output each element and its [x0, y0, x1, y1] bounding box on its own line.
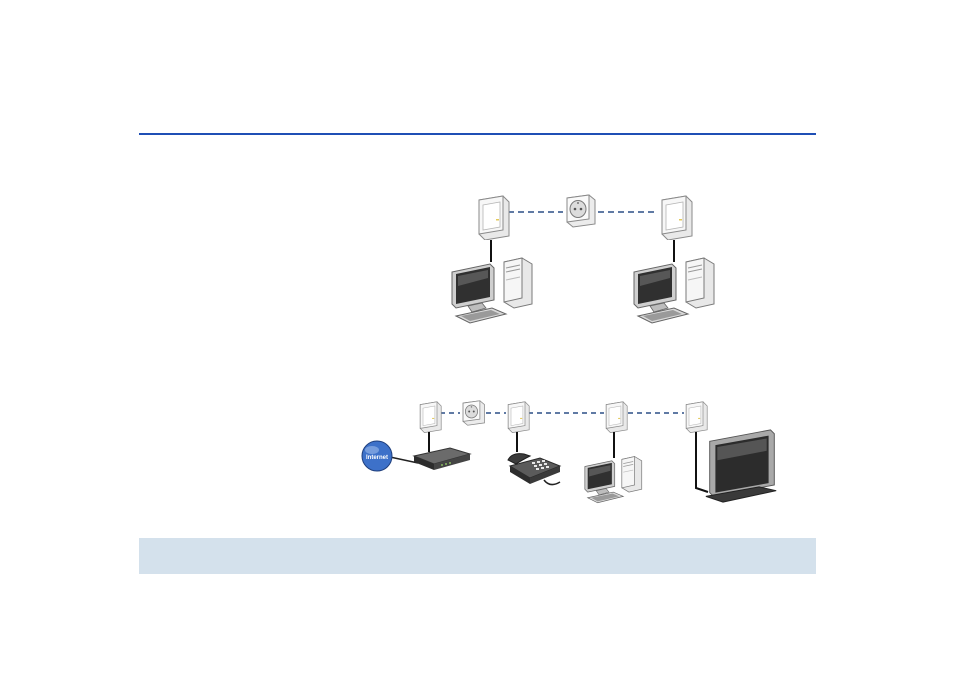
flat-tv-icon — [705, 429, 777, 503]
powerline-adapter-icon — [605, 401, 628, 433]
desktop-pc-icon — [584, 456, 643, 504]
wall-socket-icon — [566, 194, 596, 228]
desktop-pc-icon — [451, 257, 533, 324]
powerline-adapter-icon — [478, 195, 510, 240]
powerline-adapter-icon — [419, 401, 442, 433]
powerline-adapter-icon — [661, 195, 693, 240]
bottom-network: Internet — [361, 400, 777, 504]
router-icon — [413, 447, 471, 471]
desktop-pc-icon — [633, 257, 715, 324]
telephone-icon — [507, 452, 561, 486]
powerline-adapter-icon — [507, 401, 530, 433]
internet-globe: Internet — [361, 440, 393, 472]
header-rule — [139, 133, 816, 135]
footer-band — [139, 538, 816, 574]
top-network — [451, 194, 715, 324]
powerline-adapter-icon — [685, 401, 708, 433]
cable — [389, 456, 419, 464]
cable — [695, 432, 709, 493]
wall-socket-icon — [462, 400, 485, 426]
internet-label: Internet — [366, 455, 388, 461]
